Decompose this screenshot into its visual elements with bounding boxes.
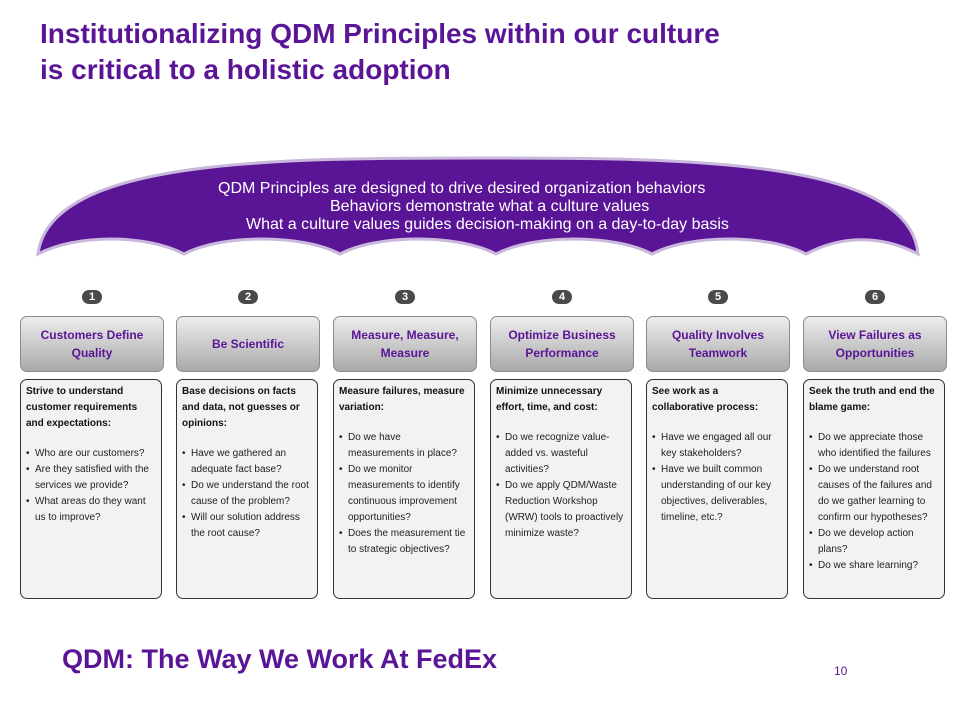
- principle-number-badge: 4: [552, 290, 572, 304]
- principle-question: Do we monitor measurements to identify c…: [339, 462, 469, 526]
- principle-heading-line: Opportunities: [835, 346, 915, 360]
- principle-question: Do we have measurements in place?: [339, 430, 469, 462]
- arch-shape: [36, 156, 920, 257]
- principle-question: Do we recognize value-added vs. wasteful…: [496, 430, 626, 478]
- principle-question: Who are our customers?: [26, 446, 156, 462]
- principle-question: Do we understand root causes of the fail…: [809, 462, 939, 526]
- principle-question: Will our solution address the root cause…: [182, 510, 312, 542]
- principle-question-list: Have we engaged all our key stakeholders…: [652, 430, 782, 526]
- principle-heading-line: Quality: [71, 346, 113, 360]
- arch-line-2: Behaviors demonstrate what a culture val…: [330, 198, 650, 215]
- principle-question: Have we engaged all our key stakeholders…: [652, 430, 782, 462]
- principle-number-badge: 2: [238, 290, 258, 304]
- principle-question-list: Have we gathered an adequate fact base?D…: [182, 446, 312, 542]
- principle-intro: Measure failures, measure variation:: [339, 386, 465, 413]
- principle-question: Do we apply QDM/Waste Reduction Workshop…: [496, 478, 626, 542]
- principle-number-badge: 3: [395, 290, 415, 304]
- principle-question: Have we gathered an adequate fact base?: [182, 446, 312, 478]
- principle-question: Do we understand the root cause of the p…: [182, 478, 312, 510]
- principle-body: Measure failures, measure variation: Do w…: [333, 379, 475, 599]
- arch-line-3: What a culture values guides decision-ma…: [246, 216, 729, 233]
- slide-title: Institutionalizing QDM Principles within…: [40, 16, 920, 88]
- principle-heading-line: Customers Define: [40, 328, 144, 342]
- principle-body: Strive to understand customer requiremen…: [20, 379, 162, 599]
- principle-body: Base decisions on facts and data, not gu…: [176, 379, 318, 599]
- principle-heading-line: Measure, Measure,: [351, 328, 459, 342]
- principle-heading-line: Be Scientific: [211, 337, 285, 351]
- principle-question-list: Do we recognize value-added vs. wasteful…: [496, 430, 626, 542]
- principle-heading-line: Quality Involves: [671, 328, 765, 342]
- principle-number-badge: 5: [708, 290, 728, 304]
- principle-intro: Seek the truth and end the blame game:: [809, 386, 935, 413]
- principle-heading: View Failures as Opportunities: [803, 316, 947, 372]
- slide-title-line-1: Institutionalizing QDM Principles within…: [40, 18, 720, 49]
- principle-question: What areas do they want us to improve?: [26, 494, 156, 526]
- principle-body: Seek the truth and end the blame game: Do…: [803, 379, 945, 599]
- principle-intro: Strive to understand customer requiremen…: [26, 386, 138, 429]
- slide-title-line-2: is critical to a holistic adoption: [40, 54, 451, 85]
- principle-question-list: Who are our customers?Are they satisfied…: [26, 446, 156, 526]
- principle-body: See work as a collaborative process: Have…: [646, 379, 788, 599]
- principle-heading-line: Measure: [380, 346, 430, 360]
- principle-question: Do we appreciate those who identified th…: [809, 430, 939, 462]
- principle-question: Does the measurement tie to strategic ob…: [339, 526, 469, 558]
- principle-intro: See work as a collaborative process:: [652, 386, 759, 413]
- principle-intro: Base decisions on facts and data, not gu…: [182, 386, 300, 429]
- arch-banner: [36, 156, 920, 257]
- page-number: 10: [834, 664, 848, 678]
- principle-question: Have we built common understanding of ou…: [652, 462, 782, 526]
- principle-question-list: Do we appreciate those who identified th…: [809, 430, 939, 574]
- principle-number-badge: 6: [865, 290, 885, 304]
- principle-question: Do we share learning?: [809, 558, 939, 574]
- principle-question: Are they satisfied with the services we …: [26, 462, 156, 494]
- principle-heading-line: Teamwork: [688, 346, 748, 360]
- principle-heading: Measure, Measure, Measure: [333, 316, 477, 372]
- principle-body: Minimize unnecessary effort, time, and c…: [490, 379, 632, 599]
- principle-question-list: Do we have measurements in place?Do we m…: [339, 430, 469, 558]
- principle-question: Do we develop action plans?: [809, 526, 939, 558]
- principle-heading-line: Performance: [525, 346, 599, 360]
- principle-heading-line: Optimize Business: [508, 328, 616, 342]
- principle-heading-line: View Failures as: [828, 328, 922, 342]
- arch-line-1: QDM Principles are designed to drive des…: [218, 180, 706, 197]
- principle-intro: Minimize unnecessary effort, time, and c…: [496, 386, 603, 413]
- principle-heading: Be Scientific: [176, 316, 320, 372]
- principle-number-badge: 1: [82, 290, 102, 304]
- arch-text: QDM Principles are designed to drive des…: [120, 180, 840, 234]
- footer-tagline: QDM: The Way We Work At FedEx: [62, 644, 498, 674]
